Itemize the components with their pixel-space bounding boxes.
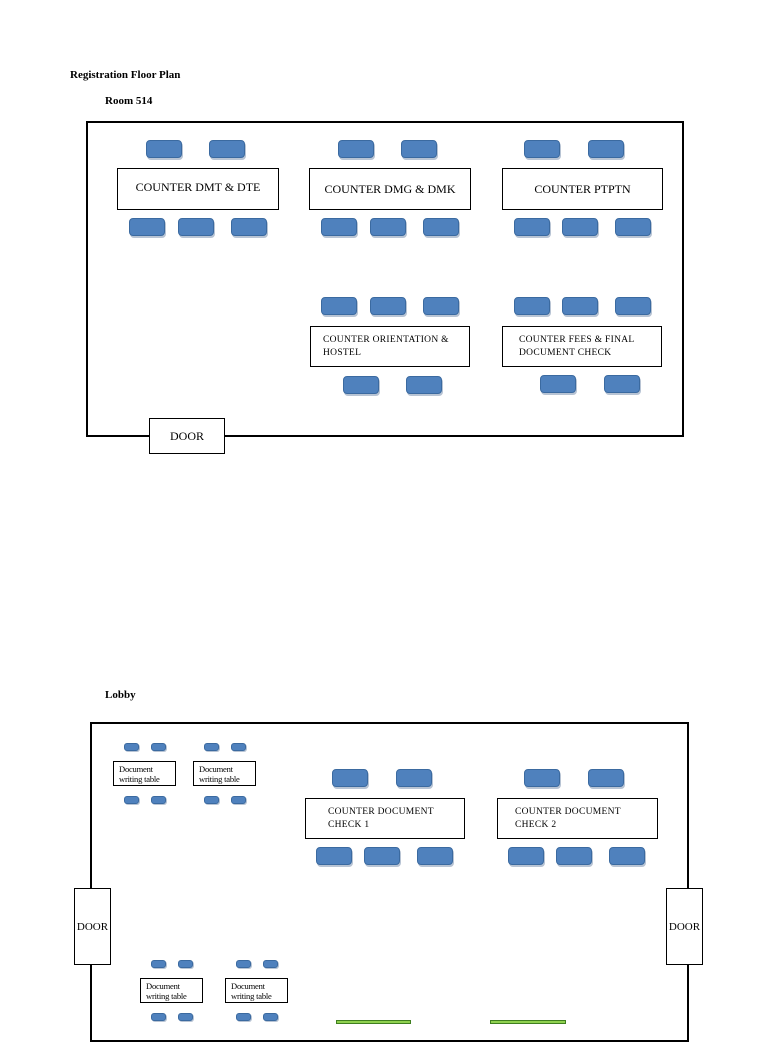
seat [129, 218, 165, 236]
room514-door: DOOR [149, 418, 225, 454]
counter-orientation-hostel: COUNTER ORIENTATION & HOSTEL [310, 326, 470, 367]
lobby-door-left: DOOR [74, 888, 111, 965]
seat [615, 218, 651, 236]
seat [406, 376, 442, 394]
seat [151, 1013, 166, 1021]
seat [151, 960, 166, 968]
seat [263, 960, 278, 968]
seat [401, 140, 437, 158]
counter-dmg-dmk: COUNTER DMG & DMK [309, 168, 471, 210]
table-label: Document writing table [146, 981, 187, 1001]
seat [540, 375, 576, 393]
seat [209, 140, 245, 158]
seat [508, 847, 544, 865]
seat [151, 796, 166, 804]
counter-label: COUNTER DMG & DMK [324, 182, 456, 196]
counter-label: COUNTER ORIENTATION & HOSTEL [323, 334, 449, 358]
seat [343, 376, 379, 394]
page-title: Registration Floor Plan [70, 69, 181, 81]
seat [321, 218, 357, 236]
seat [338, 140, 374, 158]
seat [524, 140, 560, 158]
seat [263, 1013, 278, 1021]
seat [370, 297, 406, 315]
seat [588, 769, 624, 787]
door-label: DOOR [169, 428, 204, 443]
door-label: DOOR [668, 920, 701, 933]
seat [604, 375, 640, 393]
table-label: Document writing table [231, 981, 272, 1001]
counter-dmt-dte: COUNTER DMT & DTE [117, 168, 279, 210]
lobby-title: Lobby [105, 689, 136, 701]
document-writing-table: Document writing table [193, 761, 256, 786]
seat [609, 847, 645, 865]
counter-document-check-1: COUNTER DOCUMENT CHECK 1 [305, 798, 465, 839]
seat [146, 140, 182, 158]
seat [417, 847, 453, 865]
room514-title: Room 514 [105, 95, 153, 107]
seat [236, 960, 251, 968]
seat [231, 218, 267, 236]
green-block [490, 1020, 566, 1024]
counter-label: COUNTER DMT & DTE [135, 180, 261, 194]
seat [588, 140, 624, 158]
seat [151, 743, 166, 751]
counter-document-check-2: COUNTER DOCUMENT CHECK 2 [497, 798, 658, 839]
seat [364, 847, 400, 865]
seat [316, 847, 352, 865]
seat [396, 769, 432, 787]
seat [321, 297, 357, 315]
seat [514, 297, 550, 315]
table-label: Document writing table [119, 764, 160, 784]
counter-label: COUNTER PTPTN [534, 182, 631, 196]
seat [423, 297, 459, 315]
counter-label: COUNTER FEES & FINAL DOCUMENT CHECK [519, 334, 635, 358]
document-writing-table: Document writing table [225, 978, 288, 1003]
seat [236, 1013, 251, 1021]
seat [514, 218, 550, 236]
seat [556, 847, 592, 865]
seat [204, 796, 219, 804]
seat [332, 769, 368, 787]
green-block [336, 1020, 411, 1024]
document-writing-table: Document writing table [140, 978, 203, 1003]
counter-fees-final-check: COUNTER FEES & FINAL DOCUMENT CHECK [502, 326, 662, 367]
seat [370, 218, 406, 236]
counter-label: COUNTER DOCUMENT CHECK 1 [328, 806, 434, 830]
seat [562, 218, 598, 236]
seat [423, 218, 459, 236]
table-label: Document writing table [199, 764, 240, 784]
seat [615, 297, 651, 315]
counter-ptptn: COUNTER PTPTN [502, 168, 663, 210]
seat [524, 769, 560, 787]
seat [124, 743, 139, 751]
document-writing-table: Document writing table [113, 761, 176, 786]
lobby-door-right: DOOR [666, 888, 703, 965]
seat [178, 218, 214, 236]
seat [231, 796, 246, 804]
seat [231, 743, 246, 751]
seat [178, 1013, 193, 1021]
seat [562, 297, 598, 315]
seat [204, 743, 219, 751]
door-label: DOOR [76, 920, 109, 933]
seat [124, 796, 139, 804]
seat [178, 960, 193, 968]
counter-label: COUNTER DOCUMENT CHECK 2 [515, 806, 621, 830]
